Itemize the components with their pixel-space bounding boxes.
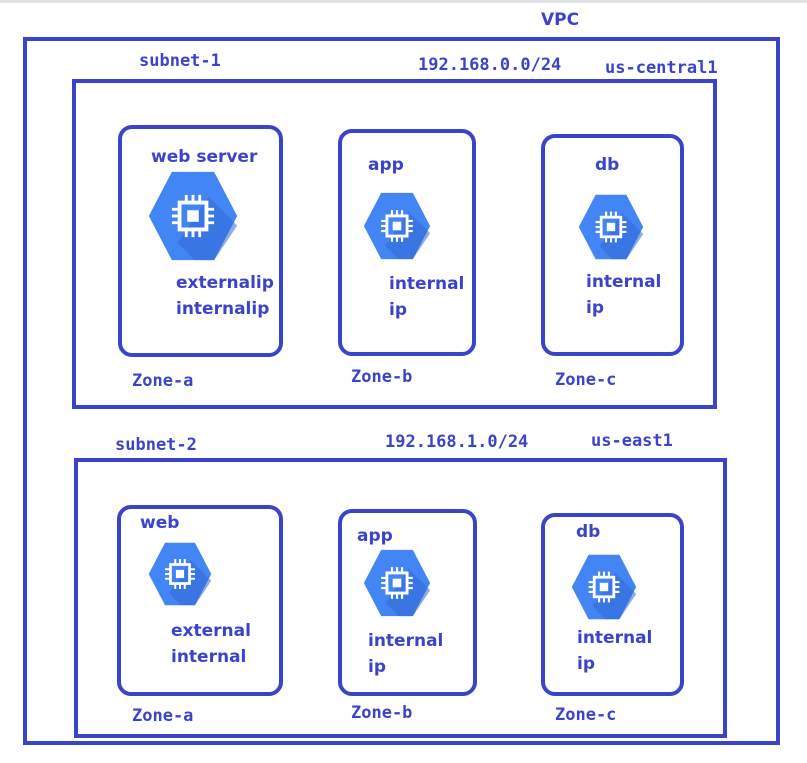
instance-card-db (541, 134, 684, 356)
subnet-1-name: subnet-1 (139, 51, 221, 71)
vpc-label: VPC (541, 10, 580, 30)
instance-label: db (595, 155, 620, 175)
zone-label: Zone-c (555, 705, 617, 725)
compute-engine-icon (578, 194, 644, 260)
instance-card-db (541, 513, 684, 696)
subnet-1-region: us-central1 (605, 58, 718, 78)
zone-label: Zone-b (351, 703, 413, 723)
zone-label: Zone-a (132, 706, 194, 726)
subnet-1-cidr: 192.168.0.0/24 (418, 55, 562, 75)
instance-ip-labels: internal ip (389, 274, 465, 320)
instance-card-app (338, 129, 476, 356)
instance-label: app (357, 526, 393, 546)
zone-label: Zone-c (555, 370, 617, 390)
top-divider (0, 0, 807, 3)
compute-engine-icon (148, 171, 238, 261)
instance-card-web (117, 505, 283, 696)
zone-label: Zone-b (351, 367, 413, 387)
instance-card-app (338, 509, 477, 696)
vpc-boundary (23, 37, 780, 745)
instance-label: app (368, 155, 404, 175)
subnet-2-name: subnet-2 (115, 435, 197, 455)
instance-ip-labels: internal ip (368, 631, 444, 677)
instance-label: web server (151, 147, 258, 167)
instance-label: db (576, 522, 601, 542)
subnet-2-cidr: 192.168.1.0/24 (385, 432, 529, 452)
instance-ip-labels: internal ip (577, 628, 653, 674)
zone-label: Zone-a (132, 371, 194, 391)
instance-ip-labels: internal ip (586, 272, 662, 318)
instance-label: web (140, 513, 180, 533)
instance-ip-labels: externalip internalip (176, 273, 274, 319)
compute-engine-icon (363, 549, 431, 617)
instance-card-web-server (118, 125, 283, 357)
subnet-2-boundary (74, 458, 727, 738)
subnet-2-region: us-east1 (591, 431, 673, 451)
instance-ip-labels: external internal (171, 621, 251, 667)
subnet-1-boundary (72, 79, 717, 409)
compute-engine-icon (571, 554, 637, 620)
compute-engine-icon (363, 192, 431, 260)
compute-engine-icon (148, 542, 212, 606)
